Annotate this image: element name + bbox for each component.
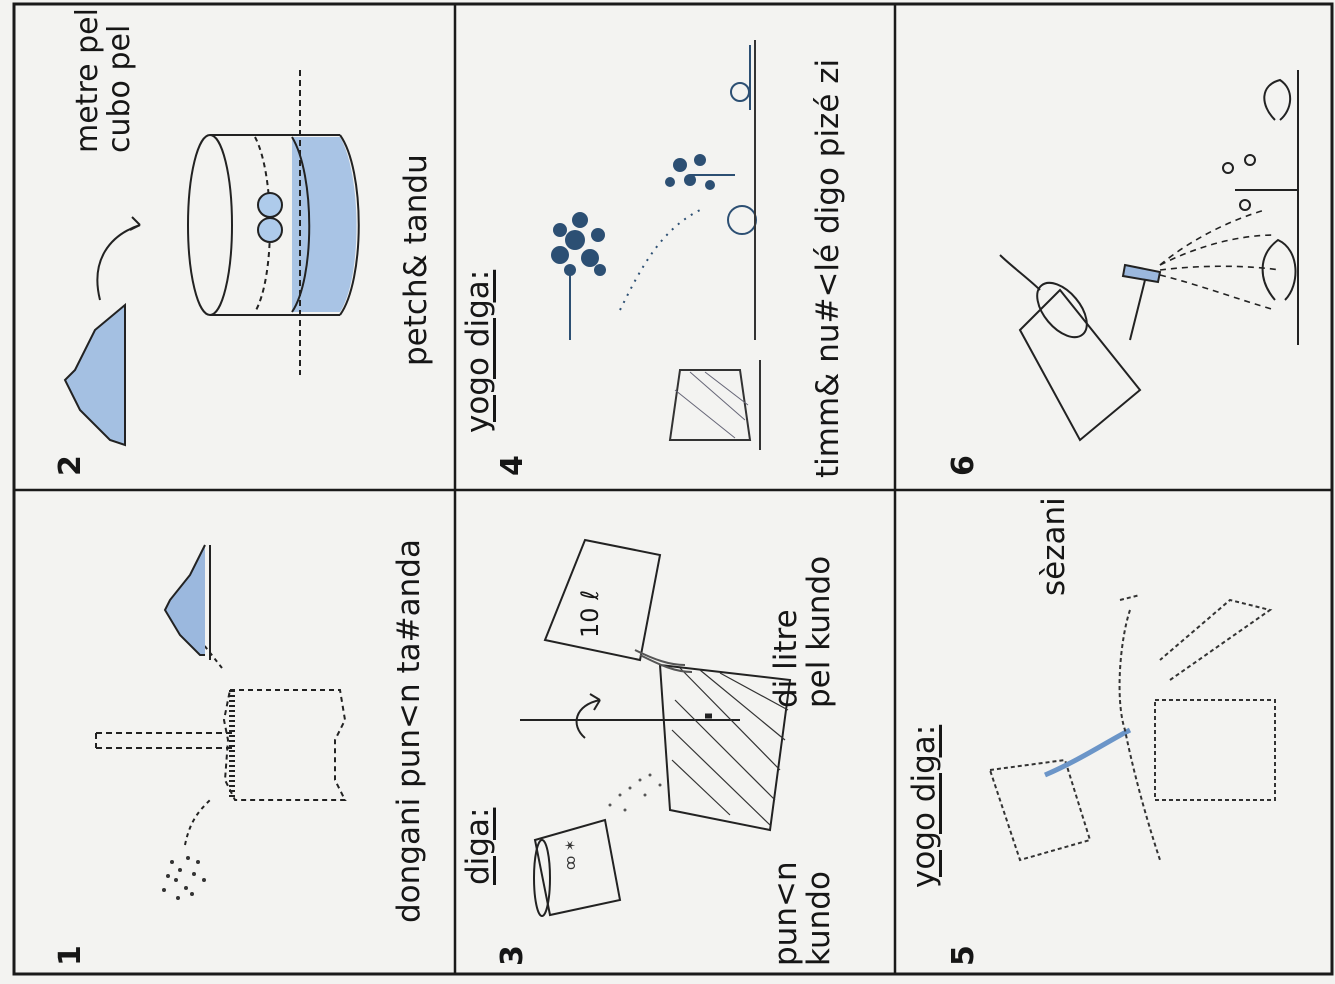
- svg-text:ꝏ ✶: ꝏ ✶: [563, 840, 579, 870]
- pounding-seeds-drawing: [96, 545, 345, 900]
- pour-water-drawing: [990, 595, 1275, 860]
- watering-seeds-drawing: ꝏ ✶: [520, 540, 790, 916]
- label-line: cubo pel: [104, 8, 136, 153]
- panel-caption: dongani pun<n ta#anda: [393, 539, 426, 923]
- panel-number: 6: [948, 455, 980, 476]
- panel-caption-right: di litre pel kundo: [770, 556, 835, 708]
- watering-can-drawing: [1000, 70, 1298, 440]
- seeds-pile-icon: [162, 856, 206, 900]
- label-line: metre pel: [72, 8, 104, 153]
- panel-number: 3: [497, 945, 529, 966]
- panel-caption: timm& nu#<lé digo pizé zi: [812, 59, 845, 478]
- panel-top-label: metre pel cubo pel: [72, 8, 135, 153]
- panel-number: 1: [55, 945, 87, 966]
- panel-caption-left: pun<n kundo: [770, 861, 835, 966]
- panel-number: 4: [497, 455, 529, 476]
- caption-line: pun<n: [770, 861, 803, 966]
- can-label: 10 ℓ: [578, 590, 603, 638]
- plants-growing-drawing: [551, 40, 760, 450]
- caption-line: kundo: [803, 861, 836, 966]
- panel-caption: petch& tandu: [400, 154, 433, 366]
- caption-line: di litre: [770, 556, 803, 708]
- panel-number: 5: [948, 945, 980, 966]
- panel-caption: sèzani: [1038, 497, 1071, 596]
- panel-heading: yogo diga:: [462, 270, 495, 433]
- panel-heading: diga:: [462, 808, 495, 885]
- panel-grid-lines: [14, 4, 1332, 974]
- caption-line: pel kundo: [803, 556, 836, 708]
- panel-number: 2: [55, 455, 87, 476]
- panel-heading: yogo diga:: [908, 725, 941, 888]
